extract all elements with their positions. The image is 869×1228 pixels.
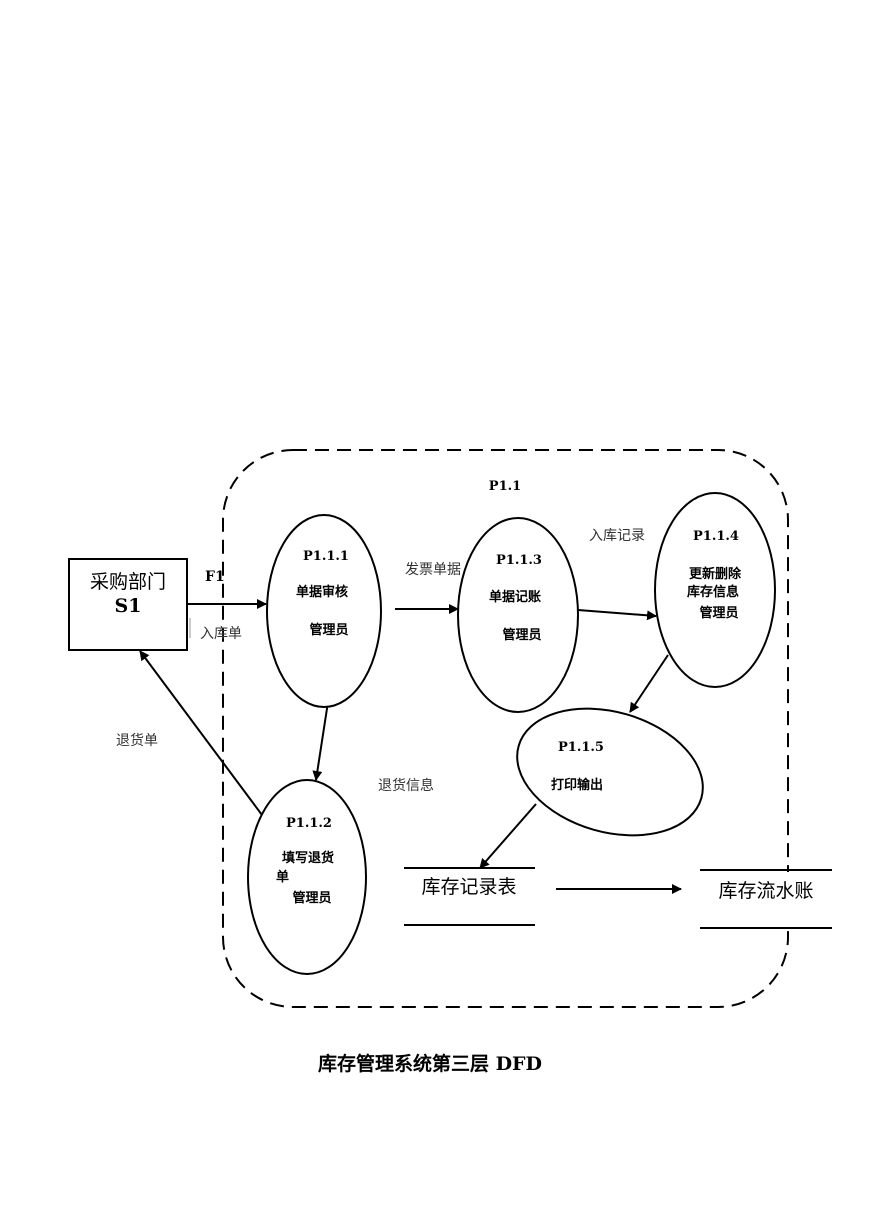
process-p112-line2: 单: [276, 869, 289, 885]
flow-p112-to-entity: [139, 650, 263, 816]
process-p112-line1: 填写退货: [282, 850, 334, 866]
flow-label-invoice: 发票单据: [405, 562, 461, 578]
external-entity-name: 采购部门: [90, 571, 166, 593]
process-p113-line1: 单据记账: [489, 589, 541, 605]
process-boundary: [222, 449, 789, 1008]
process-p114-id: P1.1.4: [693, 529, 739, 544]
flow-label-inbound: 入库单: [200, 626, 242, 642]
process-p115[interactable]: [502, 688, 718, 856]
process-p111-line2: 管理员: [309, 622, 348, 638]
process-p115-id: P1.1.5: [558, 740, 604, 755]
boundary-label: P1.1: [489, 479, 521, 494]
process-p114-line2: 库存信息: [687, 584, 739, 600]
process-p113[interactable]: [457, 517, 579, 713]
flow-label-return-slip: 退货单: [116, 732, 158, 749]
flow-p111-to-p112: [312, 701, 329, 781]
process-p115-line1: 打印输出: [551, 777, 603, 793]
flow-label-return-info: 退货信息: [378, 777, 434, 794]
process-p114-line3: 管理员: [699, 605, 738, 621]
process-p111-id: P1.1.1: [303, 549, 349, 564]
process-p114[interactable]: [654, 492, 776, 688]
data-store-stock-ledger[interactable]: 库存流水账: [700, 869, 832, 929]
process-p111[interactable]: [266, 514, 382, 708]
process-p112-line3: 管理员: [292, 890, 331, 906]
data-store-1-name: 库存记录表: [421, 876, 516, 898]
process-p111-line1: 单据审核: [296, 584, 348, 600]
process-p114-line1: 更新删除: [689, 566, 742, 582]
data-store-1-mask: [404, 870, 535, 923]
process-p112[interactable]: [247, 779, 367, 975]
process-p113-id: P1.1.3: [496, 553, 542, 568]
flow-label-stock-in-record: 入库记录: [589, 528, 645, 544]
flow-p114-to-p115: [629, 654, 669, 713]
data-store-2-mask: [700, 872, 832, 926]
data-store-stock-record[interactable]: 库存记录表: [404, 867, 535, 926]
diagram-caption: 库存管理系统第三层 DFD: [318, 1052, 542, 1075]
external-entity-id: S1: [115, 595, 142, 617]
data-store-2-name: 库存流水账: [718, 880, 813, 902]
flow-label-f1: F1: [205, 569, 225, 585]
flow-p115-to-store1: [479, 803, 537, 869]
flow-p113-to-p114: [577, 609, 657, 621]
process-p113-line2: 管理员: [502, 627, 541, 643]
process-p112-id: P1.1.2: [286, 816, 332, 831]
external-entity-box[interactable]: [68, 558, 188, 651]
